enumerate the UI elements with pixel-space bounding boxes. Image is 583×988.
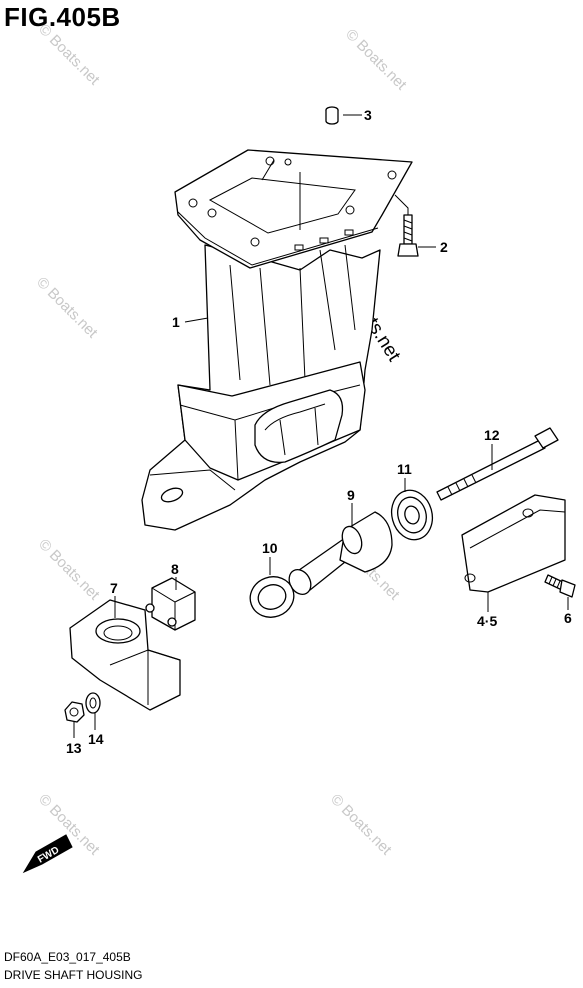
part-8-bracket	[145, 577, 196, 631]
callout-11: 11	[397, 461, 412, 477]
figure-caption: DRIVE SHAFT HOUSING	[4, 968, 143, 982]
watermark: © Boats.net	[33, 274, 101, 342]
callout-14: 14	[88, 731, 104, 747]
part-13-nut	[64, 701, 85, 723]
callout-7: 7	[110, 580, 118, 596]
figure-title: FIG.405B	[4, 2, 121, 32]
part-12-long-bolt	[436, 427, 559, 501]
callout-2: 2	[440, 239, 448, 255]
part-7-lower-mount	[69, 599, 181, 711]
part-14-washer	[85, 692, 101, 714]
part-2-bolt	[397, 214, 419, 257]
part-1-drive-shaft-housing	[141, 149, 413, 531]
watermark: © Boats.net	[35, 536, 103, 604]
fwd-arrow-icon: FWD	[22, 834, 73, 874]
watermark: © Boats.net	[342, 26, 410, 94]
callouts: 3 1 2 12 11 9 10 4·5 6 7 8 13 14	[66, 107, 572, 756]
figure-code: DF60A_E03_017_405B	[4, 950, 131, 964]
leader-lines	[73, 114, 569, 738]
watermark: © Boats.net	[35, 21, 103, 89]
callout-6: 6	[564, 610, 572, 626]
fwd-label: FWD	[36, 845, 61, 866]
part-3-dowel-pin	[325, 106, 339, 125]
callout-3: 3	[364, 107, 372, 123]
callout-13: 13	[66, 740, 82, 756]
callout-8: 8	[171, 561, 179, 577]
callout-12: 12	[484, 427, 500, 443]
watermark: © Boats.net	[327, 791, 395, 859]
callout-4-5: 4·5	[477, 613, 497, 629]
part-4-5-cover	[461, 494, 566, 593]
callout-10: 10	[262, 540, 278, 556]
callout-1: 1	[172, 314, 180, 330]
callout-9: 9	[347, 487, 355, 503]
part-10-grommet	[249, 576, 295, 618]
part-11-bearing	[390, 489, 434, 541]
part-9-rubber-mount	[288, 511, 393, 595]
part-6-bolt	[544, 574, 576, 598]
